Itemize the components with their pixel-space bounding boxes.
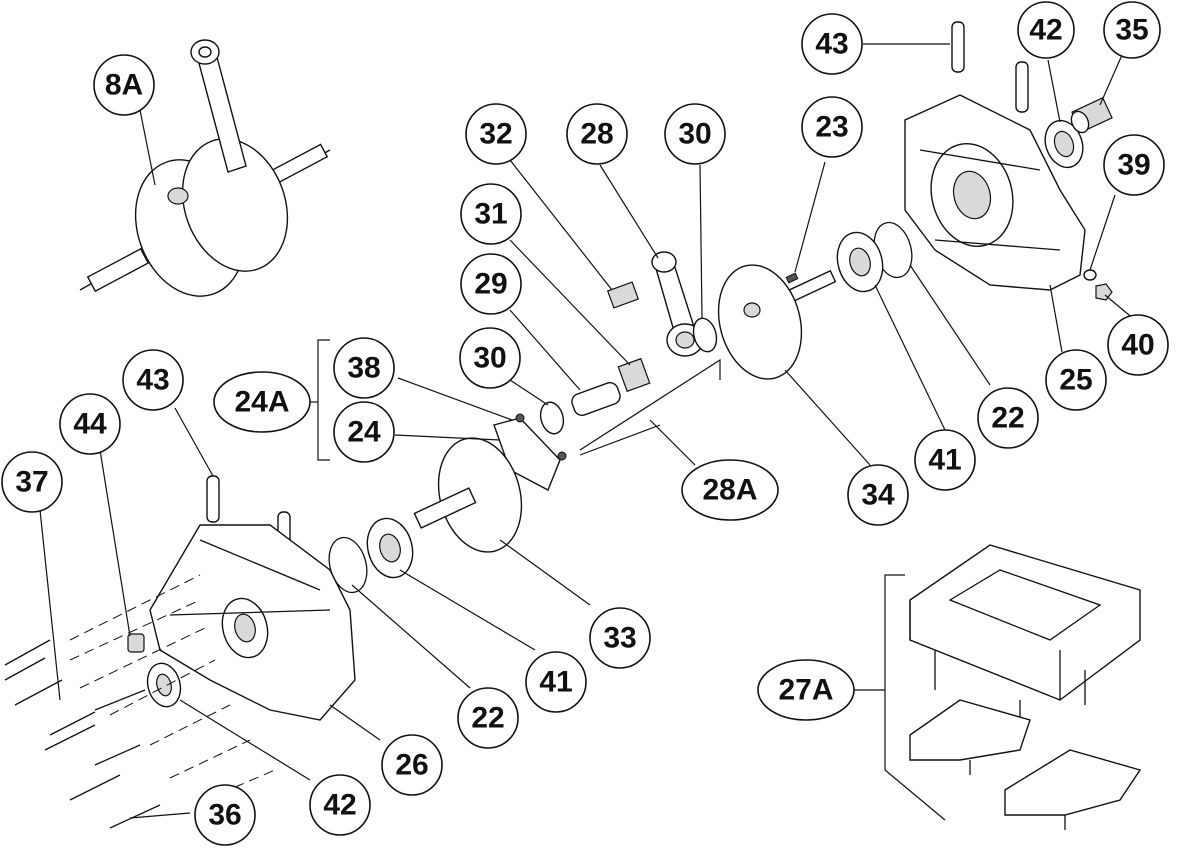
svg-text:37: 37 <box>15 466 48 499</box>
svg-text:33: 33 <box>603 622 636 655</box>
oil-seal-42-top <box>1044 119 1084 169</box>
svg-text:43: 43 <box>136 364 169 397</box>
crank-half-33 <box>413 437 523 553</box>
callout-25: 25 <box>1045 349 1107 411</box>
svg-text:26: 26 <box>395 749 428 782</box>
callout-41-right: 41 <box>914 429 976 491</box>
oil-seal-42-left <box>146 662 182 708</box>
crankshaft-assembly-8a <box>79 39 331 297</box>
svg-text:32: 32 <box>479 118 512 151</box>
svg-text:42: 42 <box>1029 14 1062 47</box>
callout-22-right: 22 <box>977 387 1039 449</box>
sleeve-44 <box>127 633 145 653</box>
gasket-22-left <box>328 536 368 594</box>
crank-half-34 <box>717 264 837 380</box>
svg-text:43: 43 <box>815 28 848 61</box>
callout-27a: 27A <box>757 659 855 721</box>
callout-35: 35 <box>1103 1 1161 59</box>
callout-31: 31 <box>460 183 522 245</box>
svg-text:38: 38 <box>347 352 380 385</box>
callout-30-left: 30 <box>459 327 521 389</box>
callout-33: 33 <box>589 607 651 669</box>
callout-36: 36 <box>194 784 256 846</box>
svg-text:34: 34 <box>861 479 895 512</box>
callout-39: 39 <box>1103 134 1165 196</box>
callout-37: 37 <box>1 451 63 513</box>
callout-44: 44 <box>59 393 121 455</box>
svg-text:25: 25 <box>1059 364 1092 397</box>
callout-8a: 8A <box>93 54 155 116</box>
dowel-pin-43-top <box>951 21 1029 113</box>
callout-24a: 24A <box>213 371 311 433</box>
svg-text:42: 42 <box>323 789 356 822</box>
callout-32: 32 <box>465 103 527 165</box>
big-end-bearing-31 <box>617 357 651 393</box>
thrust-washer-30-left <box>539 401 565 435</box>
callout-24: 24 <box>333 401 395 463</box>
connecting-rod-28 <box>651 251 704 357</box>
callout-38: 38 <box>333 337 395 399</box>
bearing-41-left <box>366 517 414 579</box>
bolts-36 <box>44 689 161 829</box>
svg-text:8A: 8A <box>105 69 143 102</box>
svg-text:44: 44 <box>73 408 107 441</box>
callout-41-left: 41 <box>525 651 587 713</box>
callout-23: 23 <box>801 96 863 158</box>
svg-text:28A: 28A <box>702 474 757 507</box>
callout-26: 26 <box>381 734 443 796</box>
engine-mount-27a <box>909 544 1142 830</box>
svg-text:22: 22 <box>991 402 1024 435</box>
callout-43-left: 43 <box>122 349 184 411</box>
svg-text:35: 35 <box>1115 14 1148 47</box>
svg-text:22: 22 <box>471 702 504 735</box>
callout-22-left: 22 <box>457 687 519 749</box>
svg-text:29: 29 <box>474 268 507 301</box>
crankcase-right-half-25 <box>904 94 1086 291</box>
callout-34: 34 <box>847 464 909 526</box>
callout-42-left: 42 <box>309 774 371 836</box>
assembly-lines <box>69 358 721 801</box>
callout-42-top: 42 <box>1017 1 1075 59</box>
needle-bearing-32 <box>606 281 640 309</box>
bolts-37 <box>4 639 63 706</box>
svg-text:30: 30 <box>473 342 506 375</box>
spring-plug-35 <box>1070 97 1113 134</box>
svg-text:39: 39 <box>1117 149 1150 182</box>
svg-text:24: 24 <box>347 416 381 449</box>
svg-text:36: 36 <box>208 799 241 832</box>
callout-29: 29 <box>460 253 522 315</box>
callout-40: 40 <box>1107 314 1169 376</box>
washer-39-nut-40 <box>1083 269 1113 301</box>
svg-text:24A: 24A <box>234 386 289 419</box>
callout-43-top: 43 <box>801 13 863 75</box>
bearing-41-right <box>836 231 884 293</box>
callout-30-top: 30 <box>664 103 726 165</box>
woodruff-key-23 <box>785 272 799 284</box>
callout-28a: 28A <box>681 459 779 521</box>
svg-text:27A: 27A <box>778 674 833 707</box>
svg-text:41: 41 <box>539 666 572 699</box>
thrust-washer-30-right <box>692 317 718 353</box>
svg-text:41: 41 <box>928 444 961 477</box>
svg-text:30: 30 <box>678 118 711 151</box>
leader-lines <box>39 43 1136 821</box>
svg-text:31: 31 <box>474 198 507 231</box>
crank-pin-29 <box>571 382 621 416</box>
svg-text:28: 28 <box>580 118 613 151</box>
svg-text:40: 40 <box>1121 329 1154 362</box>
crankcase-left-half-26 <box>149 524 356 721</box>
svg-text:23: 23 <box>815 111 848 144</box>
callout-28: 28 <box>566 103 628 165</box>
